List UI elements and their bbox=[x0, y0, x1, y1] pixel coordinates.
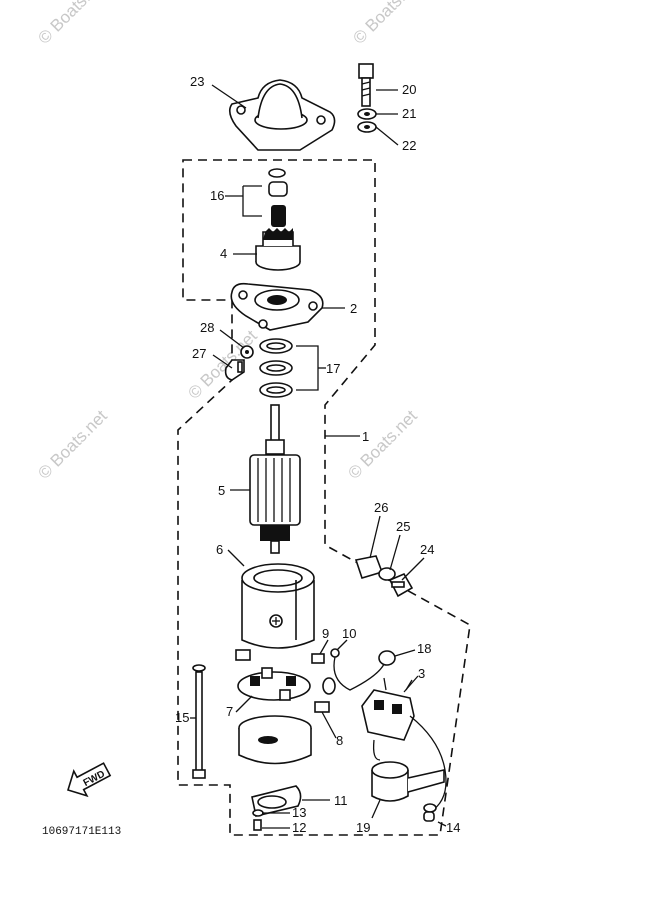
callout-13: 13 bbox=[292, 805, 306, 820]
watermark: © Boats.net bbox=[34, 406, 111, 483]
washer-set-part bbox=[259, 338, 319, 398]
rear-cover-part bbox=[228, 79, 336, 151]
end-cover-part bbox=[238, 715, 312, 765]
callout-5: 5 bbox=[218, 483, 225, 498]
leader-lines bbox=[190, 84, 447, 829]
bracket-bolt-part bbox=[224, 345, 254, 381]
callout-9: 9 bbox=[322, 626, 329, 641]
pinion-drive-part bbox=[255, 228, 301, 271]
callout-20: 20 bbox=[402, 82, 416, 97]
fwd-label: FWD bbox=[82, 769, 107, 789]
armature-part bbox=[249, 404, 301, 554]
long-bolt-part bbox=[192, 664, 206, 779]
callout-3: 3 bbox=[418, 666, 425, 681]
cover-plate-part bbox=[251, 785, 302, 831]
brush-holder-part bbox=[235, 649, 336, 701]
callout-2: 2 bbox=[350, 301, 357, 316]
watermark: © Boats.net bbox=[184, 326, 261, 403]
front-bracket-part bbox=[230, 282, 324, 331]
callout-18: 18 bbox=[417, 641, 431, 656]
callout-23: 23 bbox=[190, 74, 204, 89]
callout-4: 4 bbox=[220, 246, 227, 261]
callout-25: 25 bbox=[396, 519, 410, 534]
callout-28: 28 bbox=[200, 320, 214, 335]
watermark: © Boats.net bbox=[349, 0, 426, 48]
callout-21: 21 bbox=[402, 106, 416, 121]
callout-16: 16 bbox=[210, 188, 224, 203]
forward-direction-icon: FWD bbox=[67, 762, 112, 798]
callout-11: 11 bbox=[334, 793, 348, 808]
callout-8: 8 bbox=[336, 733, 343, 748]
callout-1: 1 bbox=[362, 429, 369, 444]
callout-26: 26 bbox=[374, 500, 388, 515]
callout-14: 14 bbox=[446, 820, 460, 835]
drawing-code: 10697171E113 bbox=[42, 826, 121, 838]
callout-15: 15 bbox=[175, 710, 189, 725]
through-bolt-part bbox=[357, 63, 377, 133]
ground-terminal-part bbox=[354, 555, 414, 598]
lead-wire-part bbox=[330, 648, 396, 691]
callout-labels: 23 20 21 22 16 4 2 28 27 17 1 5 6 26 25 … bbox=[175, 74, 460, 835]
yoke-part bbox=[241, 563, 315, 649]
relay-bracket-part bbox=[371, 761, 445, 802]
callout-19: 19 bbox=[356, 820, 370, 835]
callout-17: 17 bbox=[326, 361, 340, 376]
callout-12: 12 bbox=[292, 820, 306, 835]
callout-6: 6 bbox=[216, 542, 223, 557]
callout-24: 24 bbox=[420, 542, 434, 557]
starter-relay-part bbox=[361, 677, 447, 813]
callout-10: 10 bbox=[342, 626, 356, 641]
relay-screw-part bbox=[423, 803, 437, 822]
callout-27: 27 bbox=[192, 346, 206, 361]
watermark: © Boats.net bbox=[34, 0, 111, 48]
callout-7: 7 bbox=[226, 704, 233, 719]
pinion-stopper-set-part bbox=[242, 168, 288, 227]
callout-22: 22 bbox=[402, 138, 416, 153]
watermark: © Boats.net bbox=[344, 406, 421, 483]
